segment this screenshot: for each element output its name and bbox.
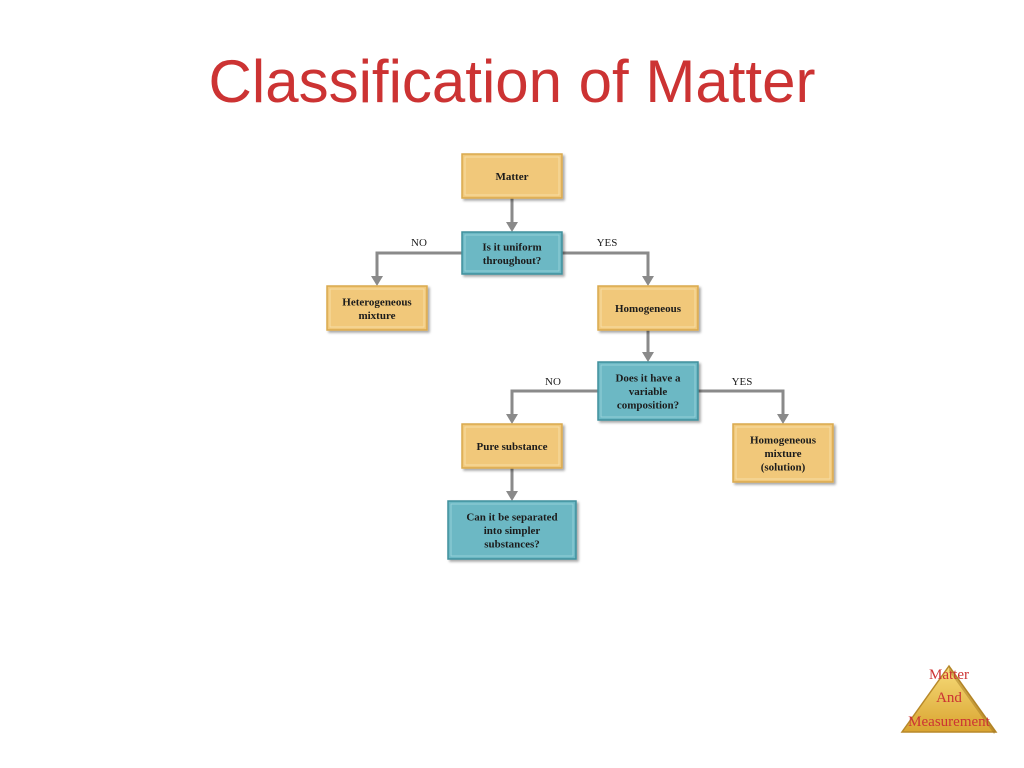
node-label-line: Homogeneous xyxy=(750,435,817,447)
arrow-pure-to-separated xyxy=(506,468,518,501)
branch-label-uniform-yes: YES xyxy=(597,237,618,249)
logo-line-1: Matter xyxy=(929,667,969,683)
node-bevel xyxy=(329,288,425,328)
branch-label-variable-yes: YES xyxy=(732,376,753,388)
node-pure-substance: Pure substance xyxy=(461,423,563,469)
branch-label-uniform-no: NO xyxy=(411,237,427,249)
node-box xyxy=(732,423,834,483)
node-label-line: Heterogeneous xyxy=(342,296,412,308)
node-box xyxy=(461,423,563,469)
node-bevel xyxy=(735,426,831,480)
node-label-line: composition? xyxy=(617,400,679,412)
node-uniform-question: Is it uniform throughout? xyxy=(461,231,563,275)
arrow-uniform-yes xyxy=(562,251,654,286)
node-box xyxy=(461,231,563,275)
node-label-line: Can it be separated xyxy=(466,512,557,524)
node-label-line: substances? xyxy=(484,539,540,551)
node-bevel xyxy=(464,426,560,466)
node-bevel xyxy=(464,234,560,272)
node-heterogeneous: Heterogeneous mixture xyxy=(326,285,428,331)
node-label-line: Does it have a xyxy=(615,373,681,385)
branch-label-variable-no: NO xyxy=(545,376,561,388)
node-box xyxy=(326,285,428,331)
node-matter: Matter xyxy=(461,153,563,199)
node-bevel xyxy=(600,364,696,418)
arrow-homogeneous-to-variable-arrowhead xyxy=(642,352,654,362)
branch-labels: NO YES NO YES xyxy=(411,237,752,388)
arrow-variable-no-arrowhead xyxy=(506,414,518,424)
nodes: Matter Is it uniform throughout? Heterogene… xyxy=(326,153,834,560)
node-label-line: Matter xyxy=(496,171,529,183)
node-box xyxy=(461,153,563,199)
node-homogeneous: Homogeneous xyxy=(597,285,699,331)
arrow-pure-to-separated-arrowhead xyxy=(506,491,518,501)
arrow-uniform-no xyxy=(371,251,462,286)
node-box xyxy=(597,361,699,421)
node-label-line: Is it uniform xyxy=(482,241,541,253)
arrow-variable-no xyxy=(506,389,598,424)
arrow-variable-yes-arrowhead xyxy=(777,414,789,424)
node-label-line: into simpler xyxy=(484,525,541,537)
node-bevel xyxy=(450,503,574,557)
node-label-line: variable xyxy=(629,386,668,398)
node-label-line: Homogeneous xyxy=(615,303,682,315)
triangle-icon xyxy=(900,664,998,734)
node-label-line: Pure substance xyxy=(477,441,548,453)
arrow-uniform-yes-arrowhead xyxy=(642,276,654,286)
node-bevel xyxy=(464,156,560,196)
node-box xyxy=(597,285,699,331)
arrow-matter-to-uniform-arrowhead xyxy=(506,222,518,232)
node-label-line: throughout? xyxy=(483,255,541,267)
node-label-line: mixture xyxy=(358,310,395,322)
logo-line-3: Measurement xyxy=(908,714,990,730)
node-bevel xyxy=(600,288,696,328)
arrow-variable-yes xyxy=(698,389,789,424)
node-label-line: (solution) xyxy=(761,462,806,474)
logo-line-2: And xyxy=(936,690,962,706)
node-box xyxy=(447,500,577,560)
connectors xyxy=(371,198,789,501)
arrow-homogeneous-to-variable xyxy=(642,330,654,362)
arrow-matter-to-uniform xyxy=(506,198,518,232)
slide-title: Classification of Matter xyxy=(208,48,816,115)
node-label-line: mixture xyxy=(764,448,801,460)
matter-and-measurement-logo: Matter And Measurement xyxy=(890,660,1008,744)
arrow-uniform-no-arrowhead xyxy=(371,276,383,286)
